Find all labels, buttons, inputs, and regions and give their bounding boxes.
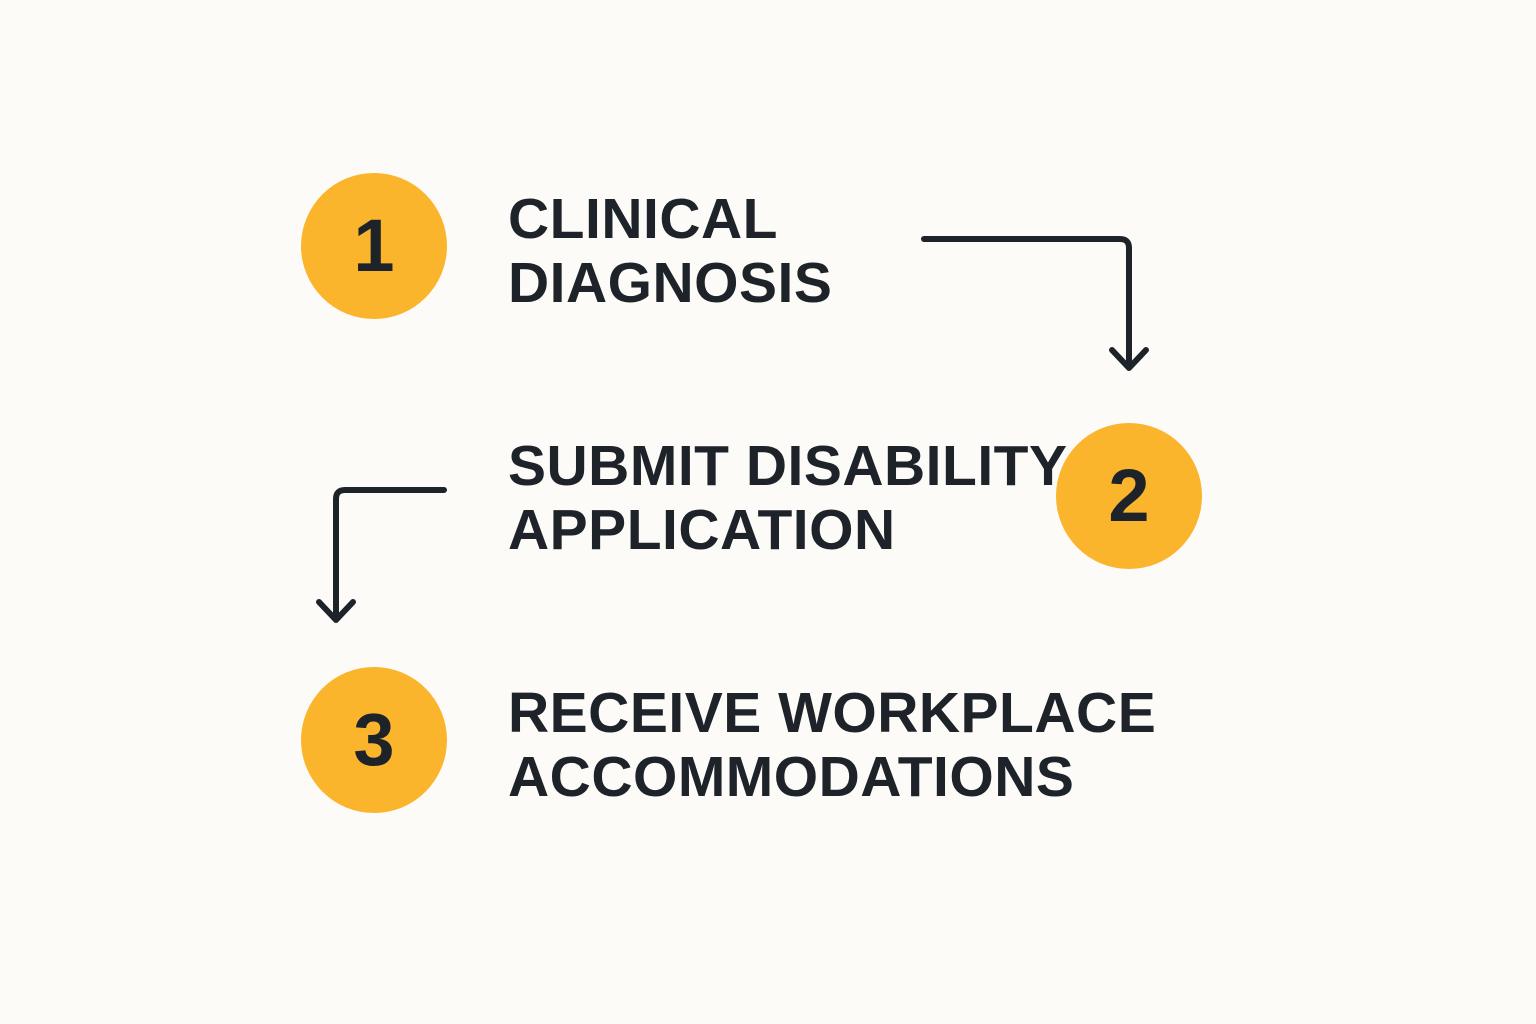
step-2-number: 2 (1108, 454, 1150, 537)
step-3-badge: 3 (301, 667, 447, 813)
step-1-label-line-2: DIAGNOSIS (508, 251, 833, 315)
step-1-number: 1 (353, 204, 395, 287)
step-1-badge: 1 (301, 173, 447, 319)
step-2-label-line-2: APPLICATION (508, 498, 896, 562)
step-3-number: 3 (353, 698, 395, 781)
step-2-badge: 2 (1056, 423, 1202, 569)
step-2-label-line-1: SUBMIT DISABILITY (508, 434, 1068, 498)
arrow-step1-to-step2-icon (921, 236, 1149, 371)
step-3-label-line-2: ACCOMMODATIONS (508, 745, 1075, 809)
step-3-label-line-1: RECEIVE WORKPLACE (508, 681, 1157, 745)
arrow-step2-to-step3-icon (316, 487, 447, 623)
step-1-label-line-1: CLINICAL (508, 187, 778, 251)
step-1-label: CLINICAL DIAGNOSIS (508, 187, 832, 315)
step-2-label: SUBMIT DISABILITY APPLICATION (508, 434, 1068, 562)
step-3-label: RECEIVE WORKPLACE ACCOMMODATIONS (508, 681, 1156, 809)
